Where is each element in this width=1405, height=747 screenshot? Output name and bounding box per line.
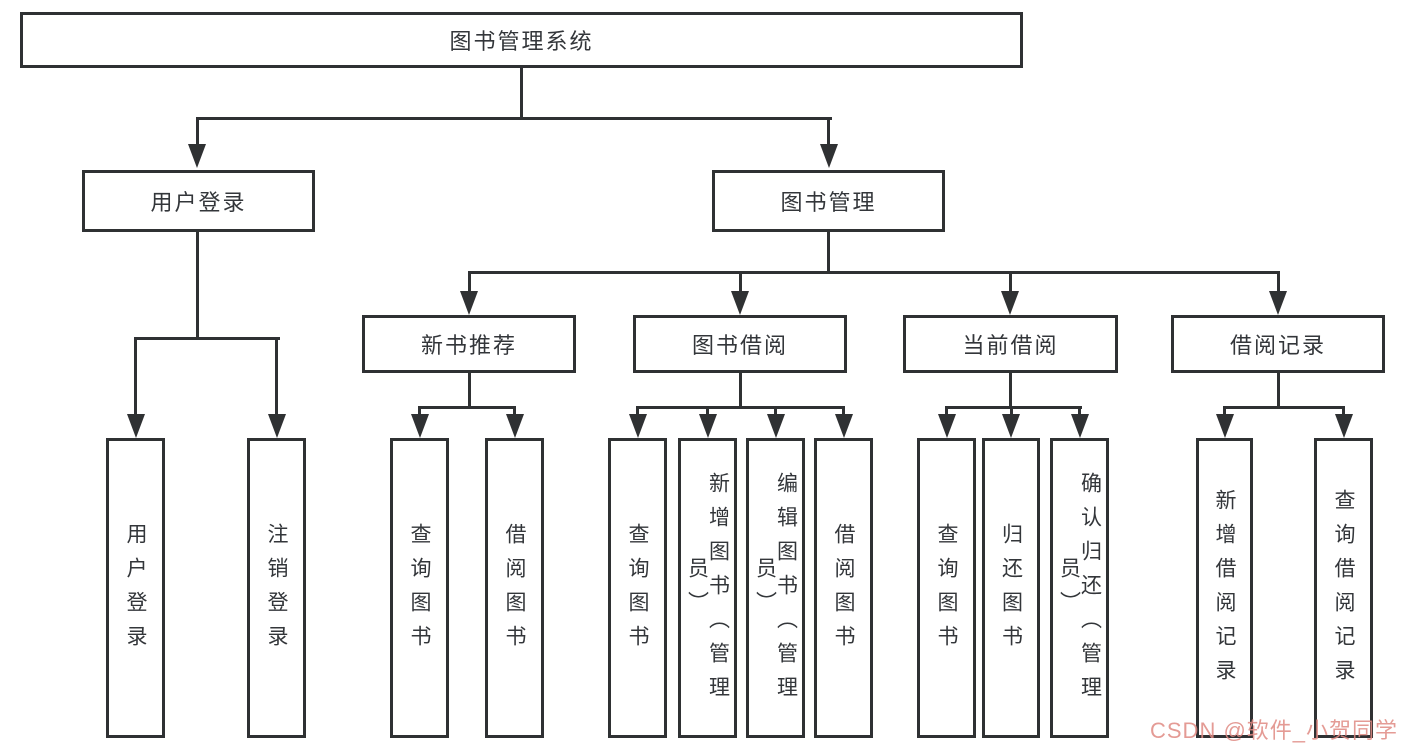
node-current-borrowing: 当前借阅	[903, 315, 1118, 373]
leaf-label: 查询借阅记录	[1332, 489, 1355, 693]
connector-line	[468, 272, 471, 293]
node-new-book-recommendation: 新书推荐	[362, 315, 576, 373]
connector-line	[1277, 373, 1280, 407]
arrow-down-icon	[699, 414, 717, 438]
connector-line	[636, 407, 639, 416]
arrow-down-icon	[411, 414, 429, 438]
node-book-borrowing: 图书借阅	[633, 315, 847, 373]
node-current-borrowing-label: 当前借阅	[962, 333, 1059, 358]
arrow-down-icon	[1071, 414, 1089, 438]
arrow-down-icon	[820, 144, 838, 168]
node-root: 图书管理系统	[20, 12, 1023, 68]
connector-line	[1078, 407, 1081, 416]
connector-line	[739, 272, 742, 293]
connector-line	[1009, 272, 1012, 293]
connector-line	[196, 232, 199, 340]
node-book-borrowing-label: 图书借阅	[691, 333, 788, 358]
leaf-label: 借阅图书	[503, 523, 526, 659]
leaf-current-confirm-return-admin: 确认归还（管理员）	[1050, 438, 1109, 738]
connector-line	[134, 338, 137, 418]
connector-line	[275, 338, 278, 418]
leaf-borrow-edit-book-admin: 编辑图书（管理员）	[746, 438, 805, 738]
leaf-user-login: 用户登录	[106, 438, 165, 738]
connector-line	[827, 232, 830, 274]
leaf-recommend-borrow-book: 借阅图书	[485, 438, 544, 738]
arrow-down-icon	[1216, 414, 1234, 438]
connector-line	[1223, 406, 1345, 409]
leaf-label: 查询图书	[626, 523, 649, 659]
node-book-management: 图书管理	[712, 170, 945, 232]
connector-line	[774, 407, 777, 416]
connector-line	[1223, 407, 1226, 416]
node-user-login-label: 用户登录	[150, 190, 247, 215]
leaf-label: 归还图书	[999, 523, 1023, 659]
connector-line	[418, 407, 421, 416]
leaf-label: 编辑图书（管理员）	[753, 472, 798, 710]
leaf-label: 确认归还（管理员）	[1057, 472, 1102, 710]
arrow-down-icon	[1001, 291, 1019, 315]
arrow-down-icon	[188, 144, 206, 168]
connector-line	[1277, 272, 1280, 293]
leaf-recommend-query-book: 查询图书	[390, 438, 449, 738]
connector-line	[196, 118, 199, 148]
leaf-label: 注销登录	[265, 523, 288, 659]
arrow-down-icon	[767, 414, 785, 438]
connector-line	[520, 68, 523, 118]
connector-line	[1342, 407, 1345, 416]
leaf-borrow-query-book: 查询图书	[608, 438, 667, 738]
arrow-down-icon	[268, 414, 286, 438]
arrow-down-icon	[1335, 414, 1353, 438]
leaf-label: 查询图书	[408, 523, 431, 659]
node-user-login: 用户登录	[82, 170, 315, 232]
leaf-label: 新增借阅记录	[1213, 489, 1236, 693]
leaf-logout: 注销登录	[247, 438, 306, 738]
arrow-down-icon	[938, 414, 956, 438]
connector-line	[945, 406, 1082, 409]
connector-line	[468, 271, 1280, 274]
leaf-records-add-record: 新增借阅记录	[1196, 438, 1253, 738]
arrow-down-icon	[1269, 291, 1287, 315]
leaf-current-query-book: 查询图书	[917, 438, 976, 738]
connector-line	[636, 406, 845, 409]
connector-line	[739, 373, 742, 407]
arrow-down-icon	[127, 414, 145, 438]
node-new-book-recommendation-label: 新书推荐	[420, 333, 517, 358]
leaf-borrow-add-book-admin: 新增图书（管理员）	[678, 438, 737, 738]
connector-line	[827, 118, 830, 148]
connector-line	[513, 407, 516, 416]
connector-line	[842, 407, 845, 416]
connector-line	[1009, 373, 1012, 407]
connector-line	[945, 407, 948, 416]
leaf-records-query-record: 查询借阅记录	[1314, 438, 1373, 738]
node-book-management-label: 图书管理	[780, 190, 877, 215]
connector-line	[706, 407, 709, 416]
leaf-label: 用户登录	[124, 523, 147, 659]
arrow-down-icon	[1002, 414, 1020, 438]
leaf-label: 借阅图书	[832, 523, 855, 659]
connector-line	[134, 337, 280, 340]
csdn-watermark: CSDN @软件_小贺同学	[1150, 718, 1399, 743]
arrow-down-icon	[835, 414, 853, 438]
connector-line	[418, 406, 516, 409]
node-root-label: 图书管理系统	[449, 29, 594, 54]
connector-line	[196, 117, 832, 120]
leaf-label: 查询图书	[935, 523, 958, 659]
leaf-label: 新增图书（管理员）	[685, 472, 730, 710]
arrow-down-icon	[731, 291, 749, 315]
arrow-down-icon	[506, 414, 524, 438]
leaf-current-return-book: 归还图书	[982, 438, 1040, 738]
node-borrowing-records: 借阅记录	[1171, 315, 1385, 373]
leaf-borrow-borrow-book: 借阅图书	[814, 438, 873, 738]
arrow-down-icon	[629, 414, 647, 438]
connector-line	[468, 373, 471, 407]
node-borrowing-records-label: 借阅记录	[1229, 333, 1326, 358]
connector-line	[1010, 407, 1013, 416]
arrow-down-icon	[460, 291, 478, 315]
